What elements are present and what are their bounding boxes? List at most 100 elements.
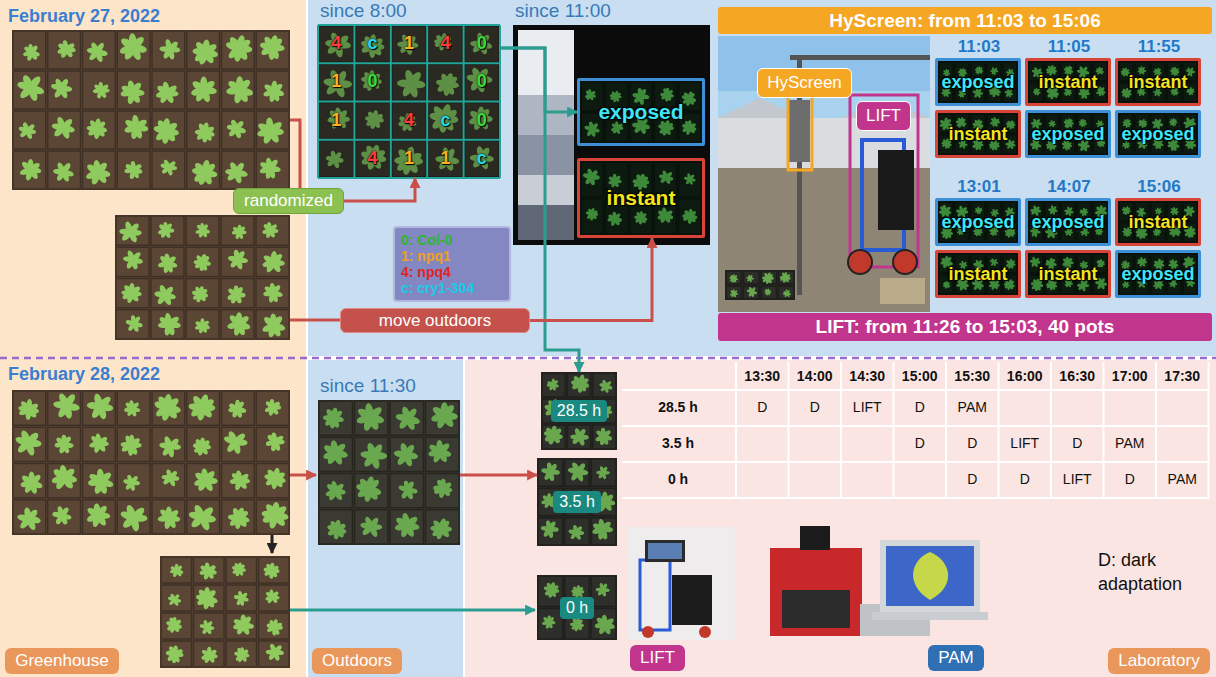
plant-photo (222, 151, 255, 189)
plant-photo (83, 391, 116, 425)
plant-photo (580, 81, 702, 143)
plant-photo (271, 401, 281, 410)
plant-photo (152, 427, 185, 461)
plant-photo (593, 425, 616, 449)
plant-photo (993, 67, 997, 72)
plant-photo (187, 427, 220, 461)
plant-photo (273, 434, 284, 444)
plant-photo (767, 290, 771, 293)
plant-photo (222, 427, 255, 461)
plant-photo (117, 391, 150, 425)
region-grounds (0, 0, 306, 677)
plant-photo (779, 271, 795, 284)
plant-photo (552, 380, 559, 387)
plant-photo (688, 210, 697, 218)
plant-photo (128, 222, 140, 235)
plant-photo (725, 270, 795, 300)
plant-photo (201, 320, 210, 328)
schedule-grid (622, 497, 1210, 499)
schedule-grid (1155, 362, 1157, 498)
plant-photo (234, 286, 244, 297)
plant-photo (234, 161, 246, 174)
plant-photo (591, 459, 616, 486)
plant-photo (256, 31, 289, 69)
plant-photo (130, 475, 139, 485)
plant-photo (542, 425, 565, 449)
plant-photo (187, 111, 220, 149)
plant-photo (271, 591, 279, 599)
plant-photo (237, 78, 252, 93)
plant-photo (130, 81, 143, 95)
plant-photo (238, 226, 246, 234)
plant-photo (761, 286, 777, 299)
plant-photo (161, 585, 192, 611)
plant-photo (537, 458, 617, 546)
plant-photo (48, 31, 81, 69)
plant-photo (222, 500, 255, 534)
plant-photo (268, 223, 277, 232)
plant-photo (767, 273, 774, 279)
plant-photo (537, 575, 617, 640)
plant-photo (355, 437, 389, 471)
plant-photo (600, 520, 612, 532)
lift-photo (645, 540, 685, 562)
plant-photo (403, 443, 416, 457)
plant-photo (97, 395, 112, 410)
plant-photo (960, 118, 966, 124)
plant-photo (226, 557, 257, 583)
plant-photo (589, 169, 598, 179)
plant-photo (203, 42, 218, 55)
plant-photo (152, 71, 185, 109)
plant-photo (95, 161, 109, 175)
plant-photo (744, 271, 760, 284)
plant-photo (392, 64, 426, 100)
plant-photo (222, 111, 255, 149)
plant-photo (392, 103, 426, 139)
plant-photo (134, 118, 148, 130)
plant-photo (1141, 66, 1146, 71)
camera-view-art (513, 25, 710, 245)
plant-photo (256, 464, 289, 498)
field-photo (790, 55, 930, 60)
schedule-grid (622, 362, 1210, 498)
plant-photo (426, 437, 460, 471)
schedule-grid (622, 389, 1210, 391)
pam-photo (913, 552, 948, 600)
plant-photo (131, 251, 142, 262)
plant-photo (665, 171, 673, 179)
plant-photo (591, 609, 616, 640)
plant-photo (256, 500, 289, 534)
plant-photo (591, 518, 616, 545)
plant-photo (576, 586, 584, 593)
day-divider (0, 357, 1216, 360)
plant-photo (1100, 87, 1105, 93)
schedule-grid (622, 425, 1210, 427)
plant-photo (590, 122, 599, 131)
plant-photo (333, 442, 347, 456)
plant-photo (167, 508, 180, 520)
plant-photo (167, 315, 180, 327)
plant-photo (1050, 66, 1056, 72)
plant-photo (390, 401, 424, 435)
plant-photo (60, 506, 70, 517)
plant-photo (390, 510, 424, 544)
plant-photo (117, 464, 150, 498)
plant-photo (271, 252, 284, 265)
plant-photo (12, 25, 1198, 668)
plant-photo (576, 618, 584, 626)
plant-photo (613, 175, 621, 183)
plant-photo (565, 518, 590, 545)
pam-photo (770, 526, 988, 636)
plant-photo (130, 285, 142, 296)
plant-photo (1009, 140, 1015, 146)
plant-photo (117, 111, 150, 149)
plant-photo (679, 199, 701, 234)
plant-photo (25, 123, 35, 133)
plant-photo (194, 585, 225, 611)
plant-photo (355, 103, 389, 139)
plant-photo (202, 162, 217, 176)
plant-photo (1028, 61, 1108, 103)
plant-photo (100, 84, 110, 93)
plant-photo (25, 431, 40, 446)
